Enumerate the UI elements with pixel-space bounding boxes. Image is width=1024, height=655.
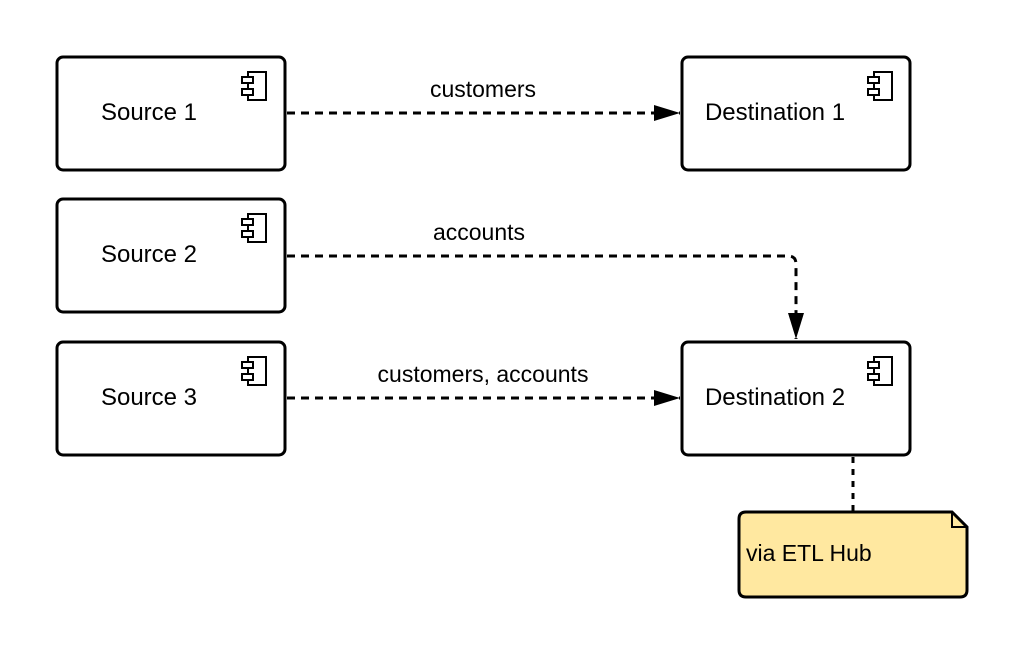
node-label: Source 1 [101, 99, 197, 126]
node-label: Destination 2 [705, 384, 845, 411]
edge-source1-destination1: customers [287, 76, 680, 121]
node-label: Source 3 [101, 384, 197, 411]
node-source-3[interactable]: Source 3 [55, 340, 287, 457]
node-source-2[interactable]: Source 2 [55, 197, 287, 314]
edge-line [287, 254, 804, 339]
note-via-etl-hub[interactable]: via ETL Hub [737, 510, 969, 599]
node-label: Source 2 [101, 241, 197, 268]
node-label: Destination 1 [705, 99, 845, 126]
node-destination-1[interactable]: Destination 1 [680, 55, 912, 172]
note-fold-corner [951, 512, 967, 528]
edge-label-customers-accounts: customers, accounts [378, 361, 589, 387]
node-source-1[interactable]: Source 1 [55, 55, 287, 172]
edge-label-accounts: accounts [433, 219, 525, 245]
node-destination-2[interactable]: Destination 2 [680, 340, 912, 457]
note-text: via ETL Hub [746, 540, 872, 566]
edge-source3-destination2: customers, accounts [287, 361, 680, 406]
edge-source2-destination2: accounts [287, 219, 804, 339]
edge-label-customers: customers [430, 76, 536, 102]
